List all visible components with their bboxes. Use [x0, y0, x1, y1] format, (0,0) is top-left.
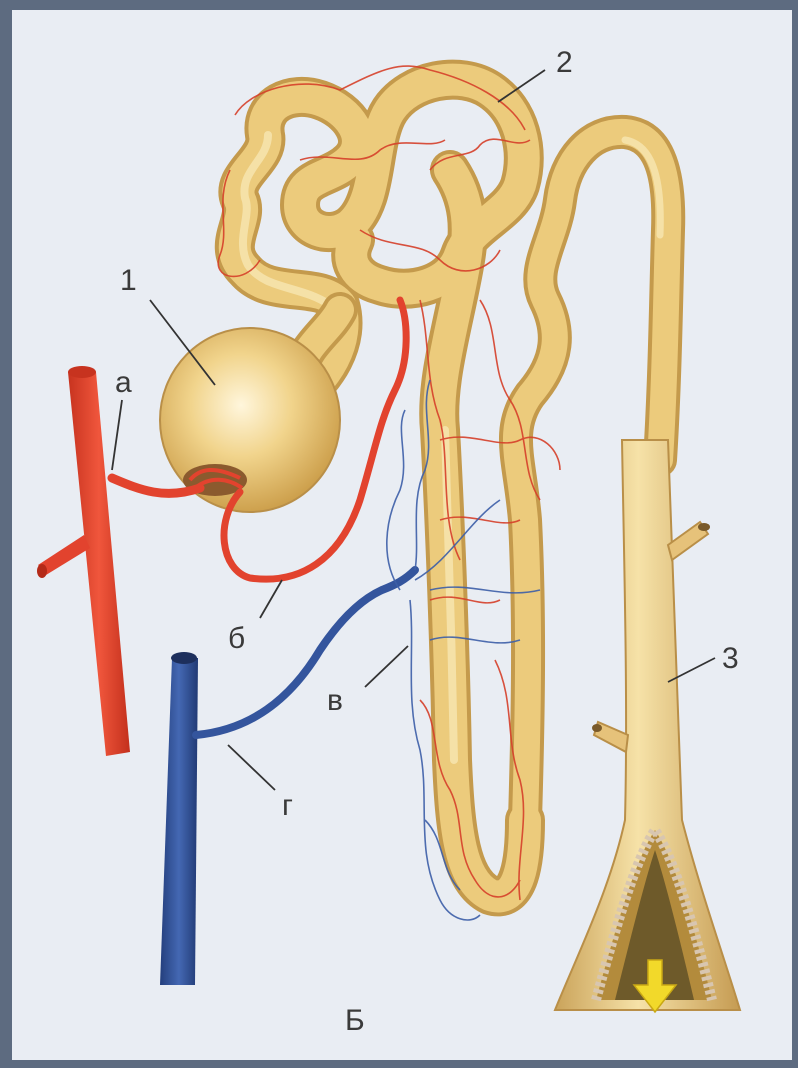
label-glomerular-capsule: 1: [120, 264, 137, 297]
label-capillary-network: в: [327, 684, 343, 717]
label-panel: Б: [345, 1004, 365, 1037]
label-afferent-arteriole: а: [115, 366, 132, 399]
label-vein: г: [282, 789, 293, 822]
label-efferent-arteriole: б: [228, 622, 245, 655]
label-convoluted-tubule: 2: [556, 46, 573, 79]
label-collecting-duct: 3: [722, 642, 739, 675]
